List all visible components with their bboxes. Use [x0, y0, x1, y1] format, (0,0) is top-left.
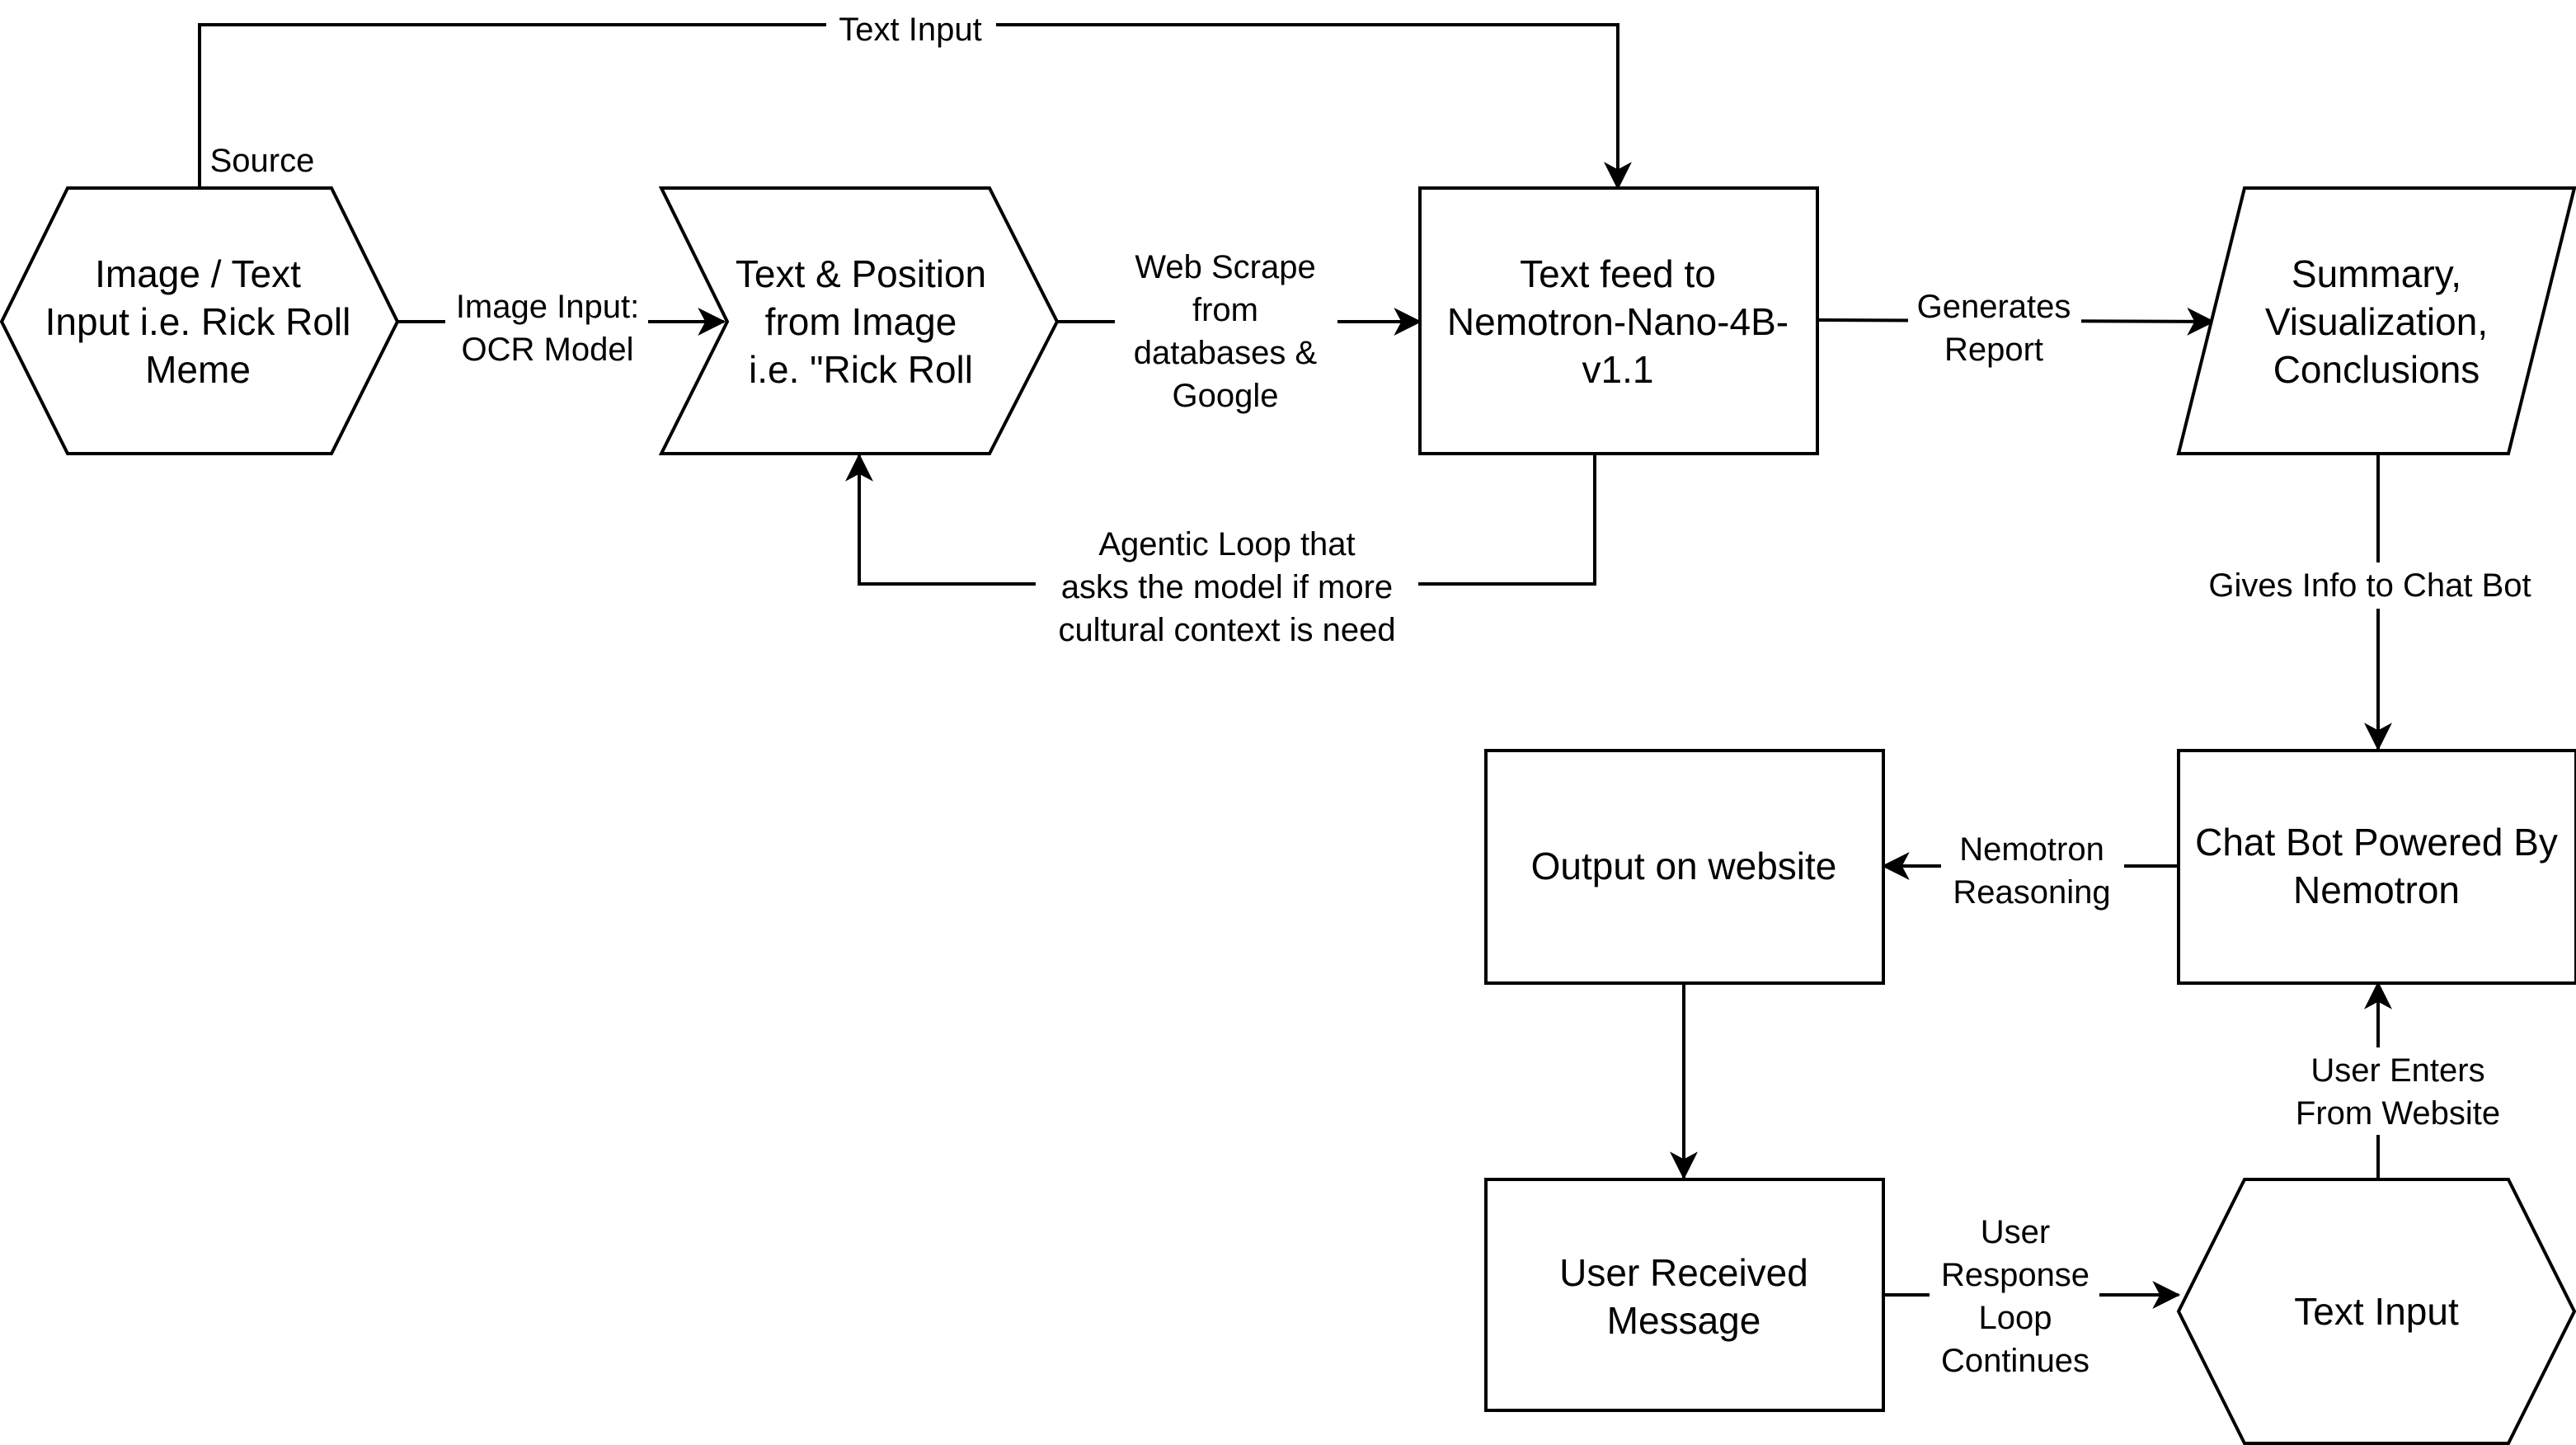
edge-label-line: OCR Model [462, 332, 634, 368]
edge-label-line: Image Input: [456, 289, 639, 325]
node-text-position-shape [658, 186, 1060, 455]
edge-label-line: Web Scrape [1135, 249, 1315, 285]
edge-label-line: Reasoning [1953, 874, 2110, 911]
edge-label-line: Response [1941, 1257, 2089, 1293]
edge-label-line: Continues [1941, 1343, 2089, 1379]
edge-label-line: asks the model if more [1061, 569, 1393, 605]
edge-label-line: Agentic Loop that [1098, 526, 1355, 562]
edge-label-image-input-ocr: Image Input: OCR Model [456, 289, 639, 368]
node-label-line: Conclusions [2273, 348, 2480, 391]
node-label-line: Chat Bot Powered By [2195, 821, 2558, 864]
node-output-website-shape [1484, 749, 1885, 985]
node-label-line: Text feed to [1520, 252, 1716, 295]
edge-label-line: Report [1944, 332, 2043, 368]
node-label-line: Input i.e. Rick Roll [45, 300, 351, 343]
edge-label-line: from [1192, 292, 1258, 328]
node-output-website: Output on website [1531, 845, 1837, 887]
node-label-line: Message [1607, 1299, 1761, 1342]
node-text-feed: Text feed to Nemotron-Nano-4B-v1.1 [1447, 252, 1789, 391]
edge-label-line: Nemotron [1959, 831, 2104, 868]
node-user-received-shape [1484, 1178, 1885, 1412]
edge-label-line: From Website [2296, 1095, 2500, 1132]
node-label-line: User Received [1559, 1251, 1808, 1294]
edge-label-line: Text Input [839, 12, 981, 48]
node-text-position: Text & Position from Image i.e. "Rick Roll [736, 252, 986, 391]
node-label-line: i.e. "Rick Roll [749, 348, 973, 391]
node-image-input-shape [0, 186, 400, 455]
edge-label-line: Source [210, 143, 315, 179]
node-label-line: Nemotron-Nano-4B- [1447, 300, 1789, 343]
node-label-line: Text Input [2294, 1290, 2459, 1333]
node-label-line: Text & Position [736, 252, 986, 295]
edge-label-line: Google [1173, 378, 1279, 414]
node-label-line: Image / Text [95, 252, 301, 295]
node-label-line: Visualization, [2265, 300, 2488, 343]
node-label-line: from Image [765, 300, 957, 343]
edge-text-input-top [198, 23, 1632, 191]
edge-label-source: Source [210, 143, 315, 179]
edge-label-line: Generates [1917, 289, 2071, 325]
edge-label-line: User [1981, 1214, 2050, 1250]
edge-label-text-input-top: Text Input [839, 12, 981, 48]
edge-label-agentic-loop: Agentic Loop that asks the model if more c… [1058, 526, 1395, 648]
node-summary-shape [2176, 186, 2576, 455]
node-summary: Summary, Visualization, Conclusions [2265, 252, 2488, 391]
edge-label-gives-info: Gives Info to Chat Bot [2208, 567, 2531, 604]
node-label-line: v1.1 [1582, 348, 1654, 391]
node-label-line: Meme [145, 348, 251, 391]
edge-label-web-scrape: Web Scrape from databases & Google [1134, 249, 1318, 414]
node-label-line: Summary, [2292, 252, 2461, 295]
node-text-input-shape [2176, 1178, 2576, 1445]
edge-label-line: databases & [1134, 335, 1318, 371]
edge-label-line: Loop [1979, 1300, 2052, 1336]
node-label-line: Output on website [1531, 845, 1837, 887]
node-text-feed-shape [1418, 186, 1819, 455]
node-text-input: Text Input [2294, 1290, 2459, 1333]
node-chat-bot-shape [2177, 749, 2576, 985]
edge-label-line: Gives Info to Chat Bot [2208, 567, 2531, 604]
edge-label-line: User Enters [2310, 1052, 2484, 1089]
node-label-line: Nemotron [2293, 868, 2460, 911]
edge-label-line: cultural context is need [1058, 612, 1395, 648]
